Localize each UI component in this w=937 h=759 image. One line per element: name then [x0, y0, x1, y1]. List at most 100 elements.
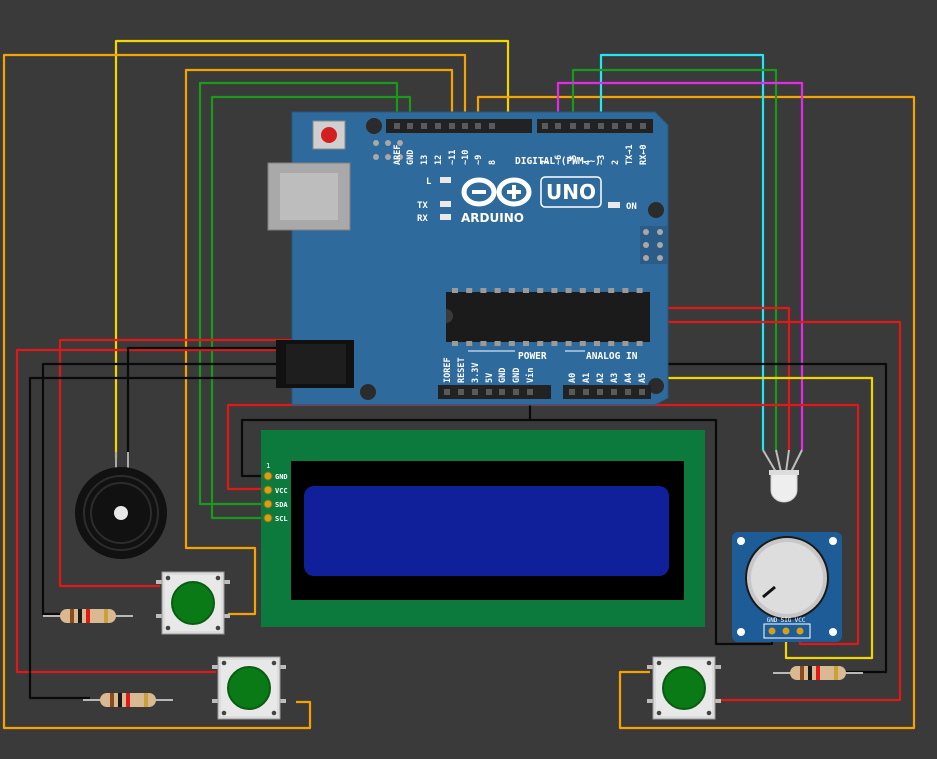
header-pin[interactable]	[583, 389, 589, 395]
pin-label: GND	[512, 368, 522, 383]
buzzer[interactable]	[75, 452, 167, 559]
header-pin[interactable]	[527, 389, 533, 395]
pin-label: GND	[406, 150, 416, 165]
wire-red-right[interactable]	[502, 320, 902, 702]
led-rx-label: RX	[417, 214, 428, 224]
lcd-pin[interactable]	[263, 513, 273, 523]
header-pin[interactable]	[394, 123, 400, 129]
header-pin[interactable]	[584, 123, 590, 129]
rgb-led[interactable]	[762, 449, 803, 503]
pin-label: 2	[611, 160, 621, 165]
chip-leg	[494, 288, 501, 293]
header-pin[interactable]	[597, 389, 603, 395]
header-pin[interactable]	[435, 123, 441, 129]
wire-green-scl[interactable]	[210, 95, 412, 520]
chip-leg	[608, 288, 615, 293]
reset-button[interactable]	[312, 120, 346, 150]
chip-leg	[452, 341, 458, 346]
wire-cyan-led[interactable]	[599, 53, 765, 450]
header-pin[interactable]	[626, 123, 632, 129]
lcd-pin1-label: 1	[266, 462, 270, 470]
pin-label: RESET	[457, 357, 467, 383]
header-pin[interactable]	[489, 123, 495, 129]
header-pin[interactable]	[569, 389, 575, 395]
chip-leg	[537, 341, 544, 346]
wire-yellow-buzzer[interactable]	[114, 39, 510, 458]
chip-leg	[508, 288, 515, 293]
wire-orange-button1[interactable]	[184, 68, 454, 616]
header-pin[interactable]	[555, 123, 561, 129]
header-pin[interactable]	[444, 389, 450, 395]
led-rx	[440, 214, 451, 220]
pin-label: 4	[583, 160, 593, 165]
pot-knob-indicator[interactable]	[762, 585, 776, 599]
analog-label: ANALOG IN	[586, 351, 638, 362]
pin-label: ~9	[474, 155, 484, 165]
model-text: UNO	[546, 180, 596, 204]
header-pin[interactable]	[542, 123, 548, 129]
header-pin[interactable]	[462, 123, 468, 129]
push-button-1[interactable]	[156, 571, 230, 635]
header-pin[interactable]	[475, 123, 481, 129]
pin-label: TX→1	[625, 145, 635, 165]
resistor-2[interactable]	[83, 693, 173, 707]
resistor-3[interactable]	[773, 666, 863, 680]
header-pin[interactable]	[458, 389, 464, 395]
header-pin[interactable]	[486, 389, 492, 395]
header-pin[interactable]	[639, 389, 645, 395]
pot-pin[interactable]	[782, 627, 790, 635]
led-l	[440, 177, 451, 183]
lcd-pin[interactable]	[263, 499, 273, 509]
header-pin[interactable]	[472, 389, 478, 395]
chip-leg	[452, 288, 458, 293]
chip-leg	[594, 341, 600, 346]
pin-label: A2	[596, 373, 606, 383]
pot-pin[interactable]	[796, 627, 804, 635]
header-pin[interactable]	[407, 123, 413, 129]
led-tx-label: TX	[417, 201, 428, 211]
chip-leg	[565, 288, 572, 293]
pin-label: 13	[420, 155, 430, 165]
led-on	[608, 202, 620, 208]
header-pin[interactable]	[421, 123, 427, 129]
wire-orange-left-outer[interactable]	[2, 53, 467, 730]
header-pin[interactable]	[570, 123, 576, 129]
wire-orange-right[interactable]	[476, 95, 916, 730]
wire-black-right2[interactable]	[530, 362, 888, 674]
pot-pin[interactable]	[768, 627, 776, 635]
uno-badge	[540, 176, 602, 208]
chip-leg	[622, 288, 629, 293]
chip-leg	[466, 341, 473, 346]
header-pin[interactable]	[499, 389, 505, 395]
wire-magenta-led[interactable]	[556, 81, 804, 450]
header-pin[interactable]	[625, 389, 631, 395]
resistor-1[interactable]	[43, 609, 133, 623]
atmega-chip	[446, 288, 650, 346]
digital-header-right	[537, 119, 653, 133]
wire-black-lcd[interactable]	[240, 392, 532, 478]
lcd-pin[interactable]	[263, 471, 273, 481]
header-pin[interactable]	[640, 123, 646, 129]
lcd-pin[interactable]	[263, 485, 273, 495]
push-button-3[interactable]	[647, 656, 721, 720]
chip-leg	[636, 288, 643, 293]
wire-red-power-outer[interactable]	[15, 348, 502, 674]
pin-label: ~5	[569, 155, 579, 165]
push-button-2[interactable]	[212, 656, 286, 720]
header-pin[interactable]	[611, 389, 617, 395]
pin-label: Vin	[525, 368, 536, 383]
wire-green-led[interactable]	[571, 68, 778, 450]
pot-pin-label: VCC	[795, 617, 806, 624]
header-pin[interactable]	[449, 123, 455, 129]
chip-leg	[466, 288, 473, 293]
header-pin[interactable]	[612, 123, 618, 129]
header-pin[interactable]	[513, 389, 519, 395]
pin-label: GND	[498, 368, 508, 383]
lcd-pin-label: SDA	[275, 501, 288, 509]
header-pin[interactable]	[598, 123, 604, 129]
chip-leg	[523, 341, 529, 346]
